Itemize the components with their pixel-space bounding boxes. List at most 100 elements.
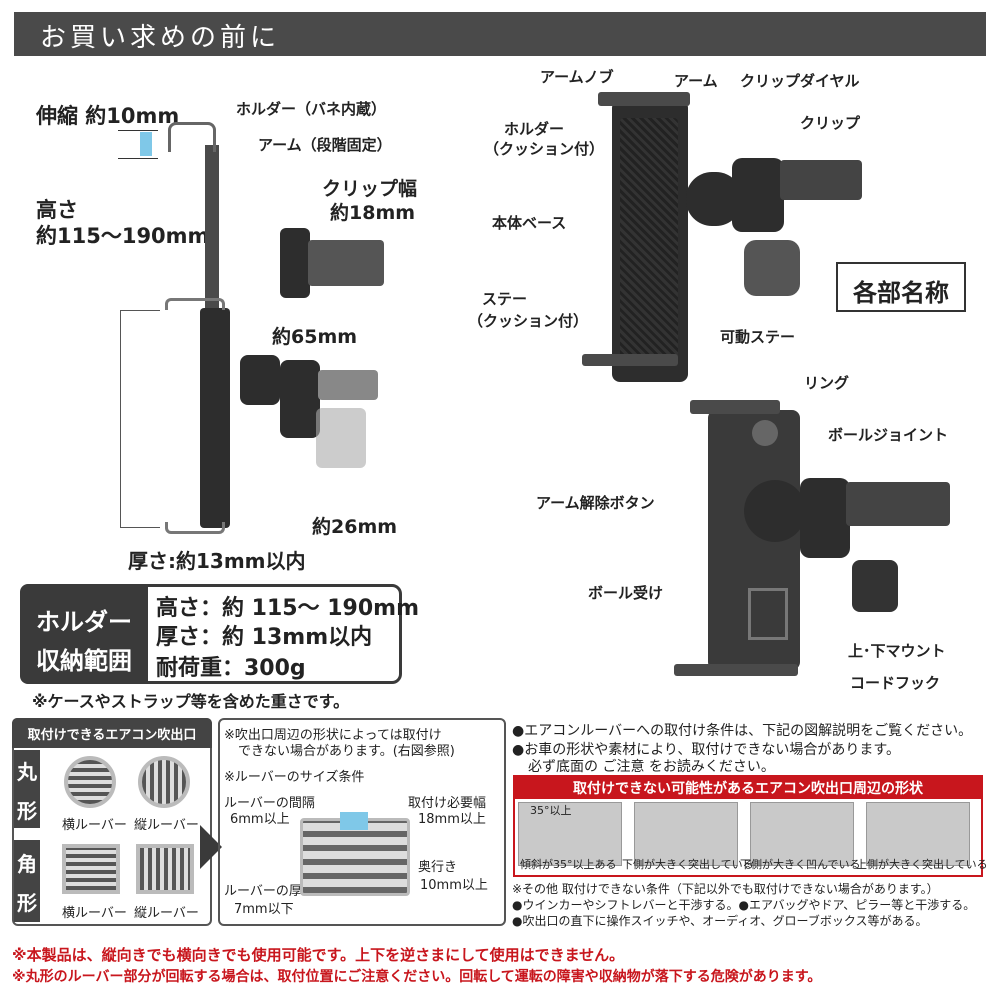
clip-image (800, 478, 850, 558)
louver-conditions-box (218, 718, 506, 926)
square-type-tag: 角 形 (14, 840, 40, 922)
round-horizontal-label: 横ルーバー (62, 818, 127, 833)
arm-step-label: アーム（段階固定） (258, 136, 392, 154)
need-width-label: 取付け必要幅 (408, 796, 487, 811)
holder-grip-image (165, 298, 225, 310)
square-type-char-2: 形 (17, 891, 37, 915)
arm-image (205, 145, 219, 315)
movable-stay-label: 可動ステー (720, 328, 796, 346)
other-note-3: ●吹出口の直下に操作スイッチや、オーディオ、グローブボックス等がある。 (512, 914, 928, 928)
movable-stay-image (316, 408, 366, 468)
clip-part-jaw-image (308, 240, 384, 286)
clip-image (280, 360, 320, 438)
dim-line (120, 527, 160, 528)
width-65-label: 約65mm (272, 326, 358, 348)
stay-label: ステー (482, 290, 528, 308)
holder-top-image (598, 92, 690, 106)
clip-dial-image (732, 158, 784, 232)
condition-note-1a: ※吹出口周辺の形状によっては取付け (224, 728, 442, 743)
need-width-marker-icon (340, 812, 368, 830)
width-26-label: 約26mm (312, 516, 398, 538)
clip-label: クリップ (800, 114, 861, 132)
louver-gap-label: ルーバーの間隔 (224, 796, 315, 811)
case-4-label: 上側が大きく突出している (856, 858, 988, 871)
note-3: 必ず底面の ご注意 をお読みください。 (528, 759, 775, 775)
stay-image (165, 522, 225, 534)
angle-label: 35°以上 (530, 804, 572, 817)
round-horizontal-vent-icon (64, 756, 116, 808)
dim-line (120, 310, 160, 311)
case-lower-recess-image (750, 802, 854, 866)
spec-label-box: ホルダー 収納範囲 (20, 584, 148, 684)
round-type-tag: 丸 形 (14, 750, 40, 828)
cushion-texture-image (620, 118, 678, 358)
round-vertical-label: 縦ルーバー (134, 818, 199, 833)
warning-2: ※丸形のルーバー部分が回転する場合は、取付位置にご注意ください。回転して運転の障… (12, 969, 822, 985)
ball-joint-image (240, 355, 280, 405)
header-bar (14, 12, 986, 56)
page-title: お買い求めの前に (40, 23, 281, 53)
holder-top-image (690, 400, 780, 414)
holder-top-image (168, 122, 216, 152)
body-base-image (200, 308, 230, 528)
clip-part-image (280, 228, 310, 298)
round-type-char-1: 丸 (17, 760, 37, 784)
round-vertical-vent-icon (138, 756, 190, 808)
square-horizontal-label: 横ルーバー (62, 906, 127, 921)
spec-label-1: ホルダー (36, 608, 132, 636)
condition-note-1b: できない場合があります。(右図参照) (238, 744, 455, 759)
thickness-label: 厚さ:約13mm以内 (128, 549, 306, 573)
round-type-char-2: 形 (17, 799, 37, 823)
arm-release-label: アーム解除ボタン (536, 494, 655, 512)
spec-label-2: 収納範囲 (36, 647, 132, 675)
cord-hook-image (674, 664, 798, 676)
height-label: 高さ (36, 198, 78, 222)
stretch-arrow-icon (140, 132, 152, 156)
dim-line (118, 130, 158, 131)
stay-bottom-image (582, 354, 678, 366)
stretch-label: 伸縮 約10mm (36, 104, 180, 128)
arm-release-button-image (752, 420, 778, 446)
condition-note-2: ※ルーバーのサイズ条件 (224, 770, 365, 785)
clip-dial-label: クリップダイヤル (740, 72, 860, 90)
case-lower-protrude-image (634, 802, 738, 866)
arm-knob-label: アームノブ (540, 68, 614, 86)
spec-note: ※ケースやストラップ等を含めた重さです。 (32, 692, 350, 711)
ball-receiver-label: ボール受け (588, 584, 664, 602)
ball-receiver-image (744, 480, 806, 542)
note-2: ●お車の形状や素材により、取付けできない場合があります。 (512, 742, 900, 758)
body-base-label: 本体ベース (492, 214, 567, 232)
louver-thickness-value: 7mm以下 (234, 902, 294, 917)
ball-joint-label: ボールジョイント (828, 426, 949, 444)
height-value: 約115～190mm (36, 224, 210, 248)
arm-label: アーム (674, 72, 718, 90)
clip-jaw-image (318, 370, 378, 400)
case-1-label: 傾斜が35°以上ある (520, 858, 617, 871)
case-slope-image (518, 802, 622, 866)
note-1: ●エアコンルーバーへの取付け条件は、下記の図解説明をご覧ください。 (512, 723, 973, 739)
clip-jaw-image (780, 160, 862, 200)
spec-load: 耐荷重：300g (156, 656, 306, 681)
depth-value: 10mm以上 (420, 878, 488, 893)
need-width-value: 18mm以上 (418, 812, 486, 827)
square-type-char-1: 角 (17, 852, 37, 876)
mount-label: 上･下マウント (848, 642, 946, 660)
louver-gap-value: 6mm以上 (230, 812, 290, 827)
square-vertical-vent-icon (136, 844, 194, 894)
cord-hook-label: コードフック (850, 674, 941, 692)
dim-line (118, 158, 158, 159)
spec-height: 高さ：約 115～ 190mm (156, 596, 420, 621)
square-horizontal-vent-icon (62, 844, 120, 894)
stay-sub: （クッション付） (468, 312, 589, 330)
clip-width-value: 約18mm (330, 202, 416, 224)
warning-1: ※本製品は、縦向きでも横向きでも使用可能です。上下を逆さまにして使用はできません… (12, 946, 625, 964)
ring-label: リング (804, 374, 850, 392)
spec-thickness: 厚さ：約 13mm以内 (156, 625, 373, 650)
square-vertical-label: 縦ルーバー (134, 906, 199, 921)
not-mountable-title: 取付けできない可能性があるエアコン吹出口周辺の形状 (513, 775, 983, 799)
movable-stay-image (744, 240, 800, 296)
case-3-label: 下側が大きく凹んでいる (740, 858, 861, 871)
vent-types-title: 取付けできるエアコン吹出口 (12, 718, 212, 748)
part-names-tag: 各部名称 (836, 262, 966, 312)
other-note-2: ●ウインカーやシフトレバーと干渉する。●エアバッグやドア、ピラー等と干渉する。 (512, 898, 976, 912)
